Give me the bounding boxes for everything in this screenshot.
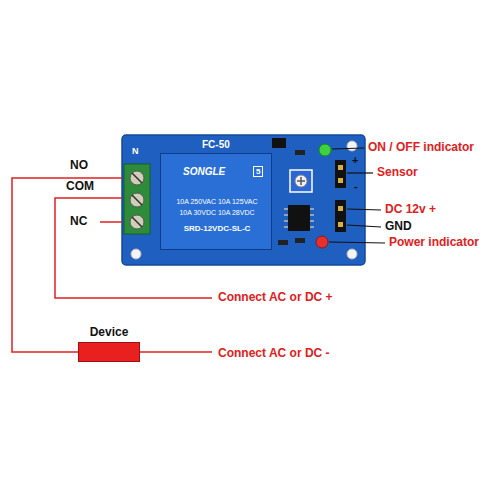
terminal-screws bbox=[130, 171, 144, 229]
terminal-name: NC bbox=[70, 215, 87, 229]
part-label: ON / OFF indicator bbox=[368, 141, 474, 155]
relay-marking: 5 bbox=[253, 166, 263, 177]
circuit-board bbox=[122, 135, 365, 265]
terminal-block bbox=[124, 164, 150, 234]
pin-name: DC 12v + bbox=[385, 203, 436, 217]
rating-label: 10A 30VDC 10A 28VDC bbox=[179, 209, 254, 217]
device-body bbox=[78, 342, 140, 362]
mounting-hole bbox=[347, 249, 357, 259]
pin-sign: - bbox=[354, 180, 358, 193]
pin-name: GND bbox=[385, 220, 412, 234]
pin-sign: + bbox=[352, 154, 358, 167]
wiring-note: Connect AC or DC + bbox=[218, 291, 333, 305]
pin-header bbox=[335, 160, 346, 232]
device-box: Device bbox=[78, 326, 140, 362]
board-marking: N bbox=[132, 146, 139, 156]
part-label: Power indicator bbox=[389, 236, 479, 250]
leader-lines bbox=[329, 148, 385, 243]
terminal-name: COM bbox=[66, 180, 94, 194]
ic-chip bbox=[284, 205, 314, 231]
model-label: FC-50 bbox=[202, 139, 230, 151]
rating-label: 10A 250VAC 10A 125VAC bbox=[176, 198, 257, 206]
device-label: Device bbox=[90, 326, 129, 340]
potentiometer bbox=[290, 170, 312, 192]
relay-body: SONGLE 5 10A 250VAC 10A 125VAC 10A 30VDC 10… bbox=[160, 153, 272, 250]
part-number: SRD-12VDC-SL-C bbox=[184, 224, 251, 233]
relay-module-board: FC-50SONGLE 5 10A 250VAC 10A 125VAC 10A 30V… bbox=[122, 135, 365, 265]
green-led bbox=[319, 144, 331, 156]
red-led bbox=[316, 236, 328, 248]
wiring-note: Connect AC or DC - bbox=[218, 347, 330, 361]
brand-label: SONGLE bbox=[183, 166, 225, 178]
mounting-hole bbox=[347, 141, 357, 151]
transistor bbox=[272, 138, 286, 148]
terminal-name: NO bbox=[70, 159, 88, 173]
mounting-hole bbox=[131, 249, 141, 259]
part-label: Sensor bbox=[377, 166, 418, 180]
